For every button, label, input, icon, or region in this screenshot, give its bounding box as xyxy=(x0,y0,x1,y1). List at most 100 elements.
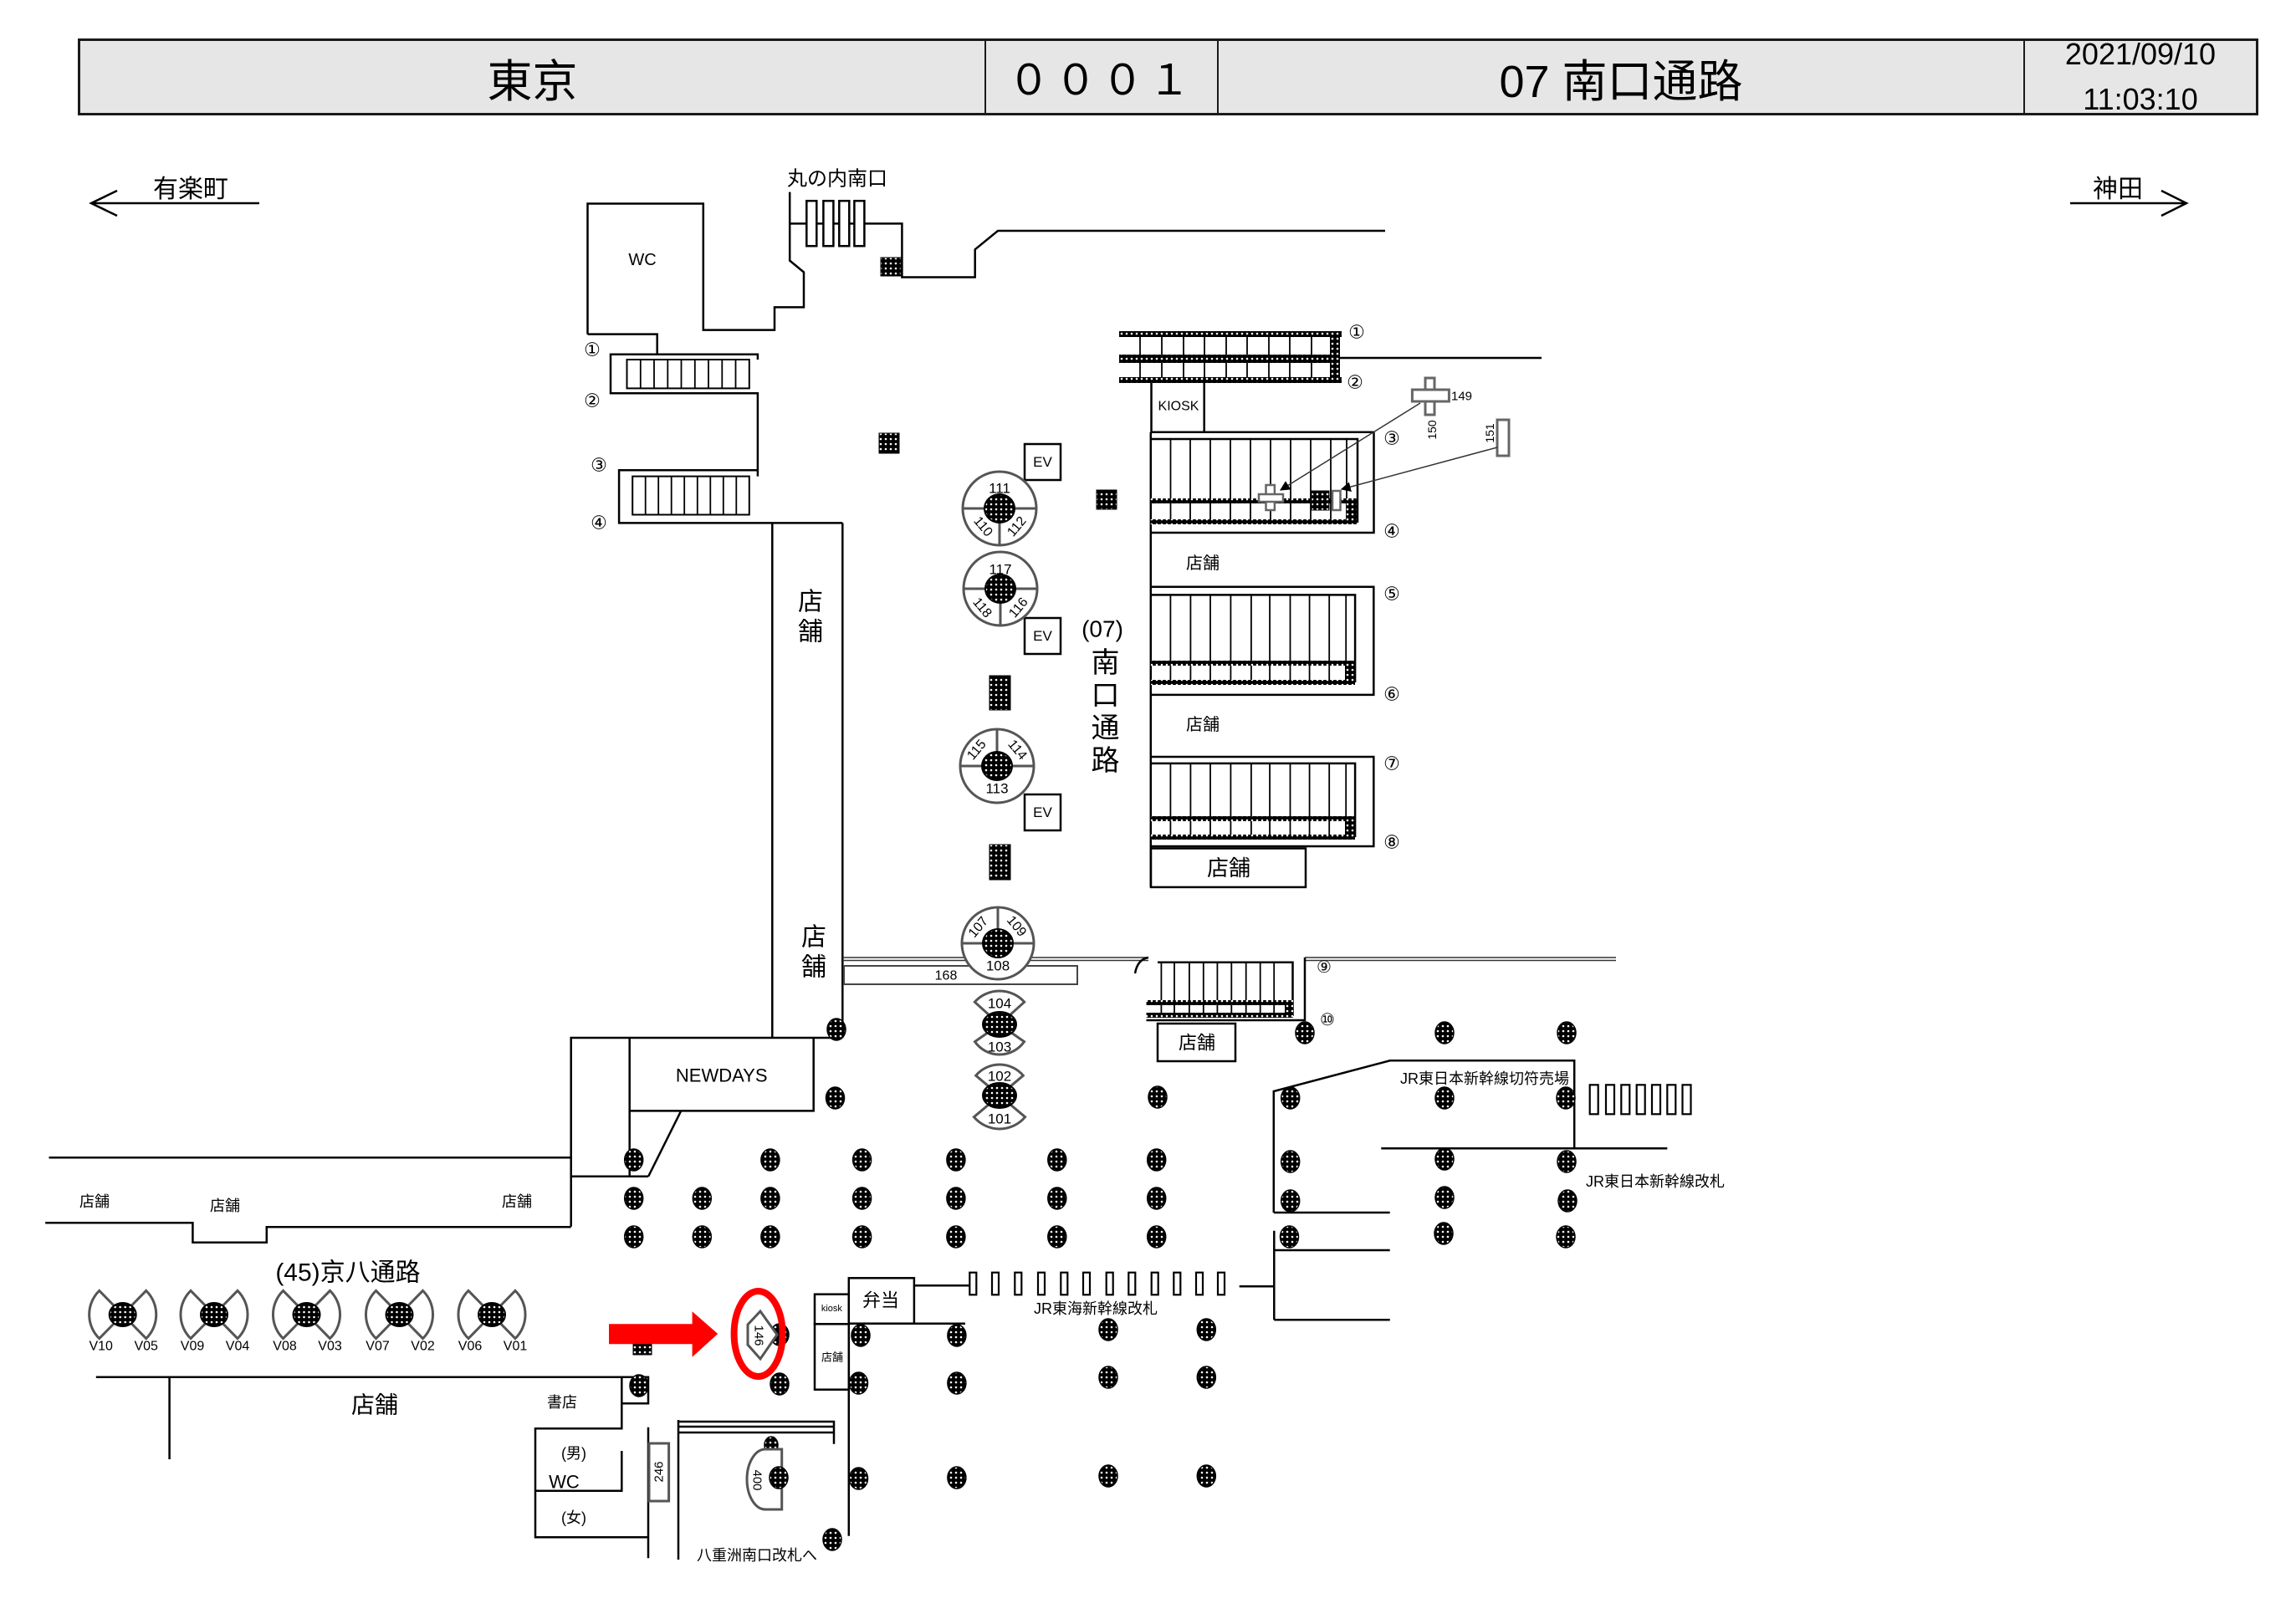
pillar-core xyxy=(478,1302,506,1327)
vision-face-right xyxy=(304,1289,341,1341)
column-pillar xyxy=(1098,1318,1118,1341)
column-pillar xyxy=(851,1324,871,1347)
pillar-core xyxy=(385,1302,414,1327)
column-pillar xyxy=(1148,1085,1168,1109)
sign-102: 102 xyxy=(988,1069,1011,1085)
bento-box xyxy=(847,1277,916,1325)
direction-right: 神田 xyxy=(2070,176,2189,217)
column-pillar xyxy=(822,1528,842,1551)
column-pillar xyxy=(1047,1225,1067,1249)
stair-number: ⑩ xyxy=(1320,1011,1335,1029)
marunouchi-south-gates xyxy=(805,199,866,248)
sign-111: 111 xyxy=(989,481,1010,497)
staircase-left-1-2 xyxy=(626,359,750,390)
column-pillar xyxy=(947,1466,967,1489)
vision-label: V06 xyxy=(458,1340,483,1354)
stair-edge xyxy=(1150,519,1357,524)
vision-face-left xyxy=(365,1289,401,1341)
sign-104-face xyxy=(973,989,1026,1027)
stair-treads xyxy=(1169,763,1347,835)
column-pillar xyxy=(947,1371,967,1395)
sign-246-label: 246 xyxy=(652,1461,667,1482)
column-pillar xyxy=(1280,1150,1301,1173)
square-column xyxy=(880,257,902,277)
ticket-gate xyxy=(969,1271,978,1296)
jr-east-ticket-office-label: JR東日本新幹線切符売場 xyxy=(1400,1070,1569,1087)
marunouchi-south-exit-label: 丸の内南口 xyxy=(787,168,887,191)
ticket-machines xyxy=(1588,1084,1692,1116)
keihachi-passage-label: (45)京八通路 xyxy=(275,1259,420,1287)
column-pillar xyxy=(1146,1148,1167,1172)
stair-edge xyxy=(1151,816,1355,821)
stair-edge xyxy=(1150,498,1357,503)
sign-151-panel xyxy=(1496,418,1511,457)
stair-edge xyxy=(1347,498,1357,524)
vision-pillar-v09-v04: V09 V04 xyxy=(179,1289,249,1354)
kiosk-box xyxy=(813,1293,851,1325)
sign-101-face xyxy=(972,1094,1027,1131)
vision-pillar-v10-v05: V10 V05 xyxy=(88,1289,158,1354)
column-pillar xyxy=(623,1187,644,1210)
ticket-gate xyxy=(1128,1271,1137,1296)
wc-men-label: (男) xyxy=(561,1445,586,1462)
station-name: 東京 xyxy=(487,56,578,107)
column-pillar xyxy=(1557,1150,1577,1173)
pillar-core xyxy=(292,1302,321,1327)
pillar-core xyxy=(108,1302,137,1327)
pillar-core xyxy=(200,1302,228,1327)
square-column xyxy=(1096,489,1117,510)
elevator-box xyxy=(1023,442,1062,482)
column-pillar xyxy=(1434,1222,1454,1245)
ticket-machine xyxy=(1666,1084,1677,1116)
stair-edge xyxy=(1151,661,1355,666)
stair-outline xyxy=(1151,431,1375,534)
store-box-right: 店舗 xyxy=(1149,847,1307,889)
store-small: 店舗 xyxy=(813,1323,851,1391)
column-pillar xyxy=(1196,1464,1217,1488)
pillar-core xyxy=(984,574,1016,604)
arrow-right-icon xyxy=(2070,189,2189,217)
stair-outline xyxy=(1150,585,1375,697)
sign-149-panel xyxy=(1410,388,1450,403)
store-label: 店舗 xyxy=(1179,1033,1215,1054)
signage-pillar-102-101: 102 101 xyxy=(972,1063,1027,1131)
vision-pillar-v08-v03: V08 V03 xyxy=(272,1289,342,1354)
jr-central-shinkansen-gates xyxy=(969,1271,1226,1296)
direction-left-label: 有楽町 xyxy=(153,176,228,203)
stair-edge xyxy=(1345,661,1355,685)
column-pillar xyxy=(629,1374,649,1397)
ticket-gate xyxy=(1036,1271,1046,1296)
column-pillar xyxy=(760,1148,780,1172)
ticket-gate xyxy=(1105,1271,1114,1296)
stair-body xyxy=(632,475,750,516)
sign-168-label: 168 xyxy=(935,969,958,983)
signage-149-150 xyxy=(1410,376,1450,416)
vision-face-right xyxy=(120,1289,158,1341)
ticket-gate xyxy=(838,199,851,248)
square-columns xyxy=(632,257,1330,1356)
timestamp-time: 11:03:10 xyxy=(2083,82,2198,116)
column-pillar xyxy=(770,1372,790,1396)
vision-face-right xyxy=(397,1289,434,1341)
column-pillar xyxy=(848,1371,869,1395)
staircase-right-3-4 xyxy=(1150,431,1375,534)
ticket-gate xyxy=(1060,1271,1069,1296)
signage-pillar-104-103: 104 103 xyxy=(973,989,1026,1056)
column-pillar xyxy=(623,1148,644,1172)
bento-label: 弁当 xyxy=(862,1290,899,1311)
ticket-machine xyxy=(1620,1084,1631,1116)
ticket-gate xyxy=(1082,1271,1092,1296)
store-label-vertical: 店舗 xyxy=(794,588,821,648)
signage-stair-markers xyxy=(1257,483,1342,512)
staircase-right-7-8 xyxy=(1150,755,1375,848)
highlight-circle xyxy=(730,1288,786,1380)
sign-113: 113 xyxy=(985,781,1008,797)
signage-pillar-111: 111 110 112 xyxy=(961,470,1038,547)
stair-outline xyxy=(1146,958,1307,1022)
stair-number: ② xyxy=(1347,372,1363,393)
timestamp: 2021/09/10 11:03:10 xyxy=(2023,37,2256,116)
sign-150-label: 150 xyxy=(1425,420,1439,440)
yaesu-south-gate-label: 八重洲南口改札へ xyxy=(697,1547,817,1564)
store-box xyxy=(1149,847,1307,889)
elevator-label: EV xyxy=(1033,804,1052,820)
